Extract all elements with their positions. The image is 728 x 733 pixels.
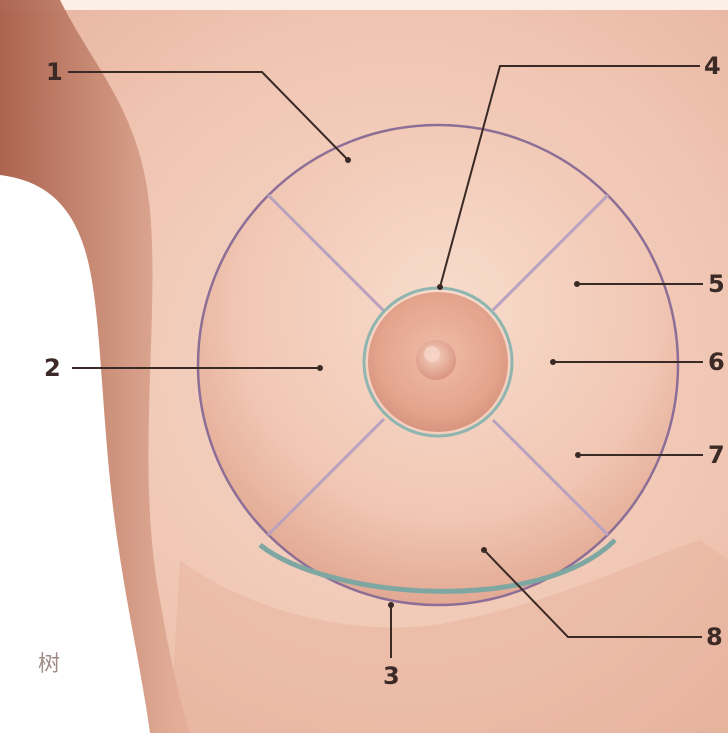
watermark-mark: 树 [38, 654, 60, 676]
leader-dot-5 [574, 281, 580, 287]
leader-dot-1 [345, 157, 351, 163]
label-7: 7 [708, 443, 725, 467]
leader-dot-6 [550, 359, 556, 365]
label-8: 8 [706, 625, 723, 649]
label-2: 2 [44, 356, 61, 380]
leader-dot-8 [481, 547, 487, 553]
label-6: 6 [708, 350, 725, 374]
leader-dot-4 [437, 284, 443, 290]
label-5: 5 [708, 272, 725, 296]
label-3: 3 [383, 664, 400, 688]
leader-dot-2 [317, 365, 323, 371]
nipple-highlight [424, 346, 440, 362]
label-4: 4 [704, 54, 721, 78]
label-1: 1 [46, 60, 63, 84]
leader-dot-7 [575, 452, 581, 458]
leader-dot-3 [388, 602, 394, 608]
